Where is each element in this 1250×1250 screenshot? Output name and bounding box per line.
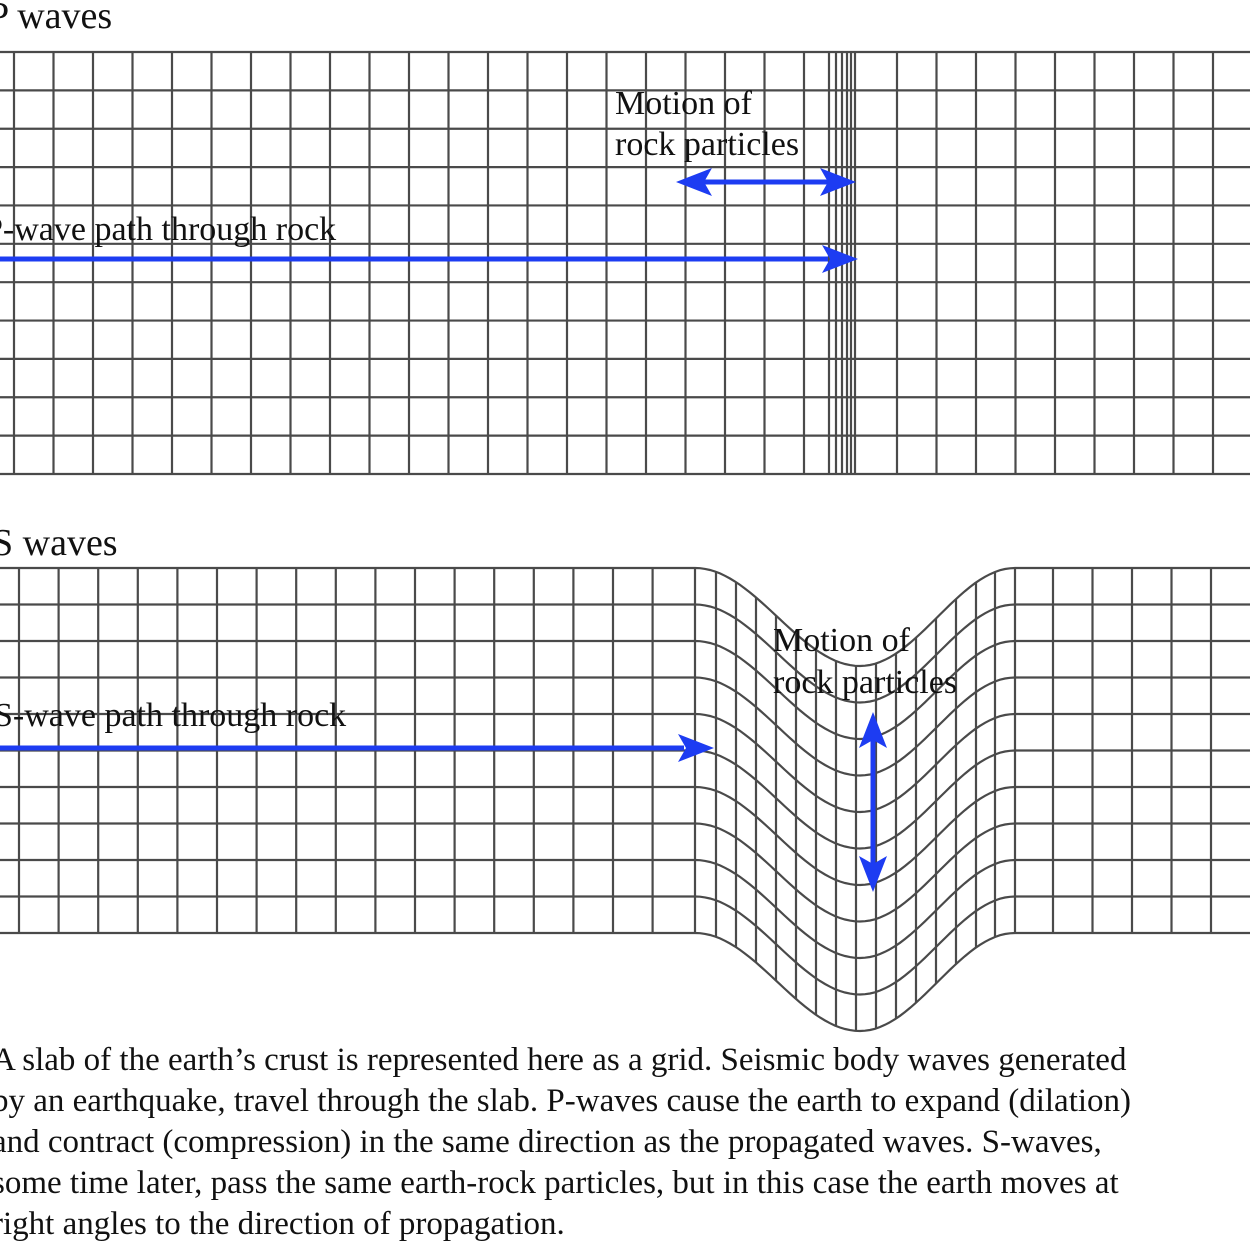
caption-line: by an earthquake, travel through the sla… <box>0 1083 1132 1119</box>
grid-line <box>0 749 1250 850</box>
s-motion-label-line2: rock particles <box>773 664 957 701</box>
grid-line <box>0 895 1250 996</box>
s-motion-label-line1: Motion of <box>773 622 911 659</box>
s-particle-motion-arrow <box>859 712 887 892</box>
s-waves-title: S waves <box>0 522 118 564</box>
grid-line <box>0 566 1250 668</box>
p-motion-label-line1: Motion of <box>615 85 753 122</box>
grid-line <box>0 639 1250 741</box>
s-wave-path-label: S-wave path through rock <box>0 697 346 734</box>
grid-line <box>0 603 1250 704</box>
grid-line <box>0 676 1250 777</box>
p-wave-path-label: P-wave path through rock <box>0 211 336 248</box>
grid-line <box>0 858 1250 960</box>
grid-line <box>0 822 1250 923</box>
p-motion-label-line2: rock particles <box>615 126 799 163</box>
grid-line <box>0 931 1250 1033</box>
p-waves-title: P waves <box>0 0 112 37</box>
caption-line: A slab of the earth’s crust is represent… <box>0 1042 1127 1078</box>
figure-caption: A slab of the earth’s crust is represent… <box>0 1040 1250 1245</box>
s-wave-path-arrow <box>0 734 714 762</box>
caption-line: and contract (compression) in the same d… <box>0 1124 1102 1160</box>
caption-line: some time later, pass the same earth-roc… <box>0 1165 1119 1201</box>
grid-line <box>0 785 1250 887</box>
p-particle-motion-arrow <box>676 168 856 196</box>
s-wave-grid <box>0 566 1250 1033</box>
grid-line <box>0 712 1250 814</box>
p-wave-path-arrow <box>0 245 858 273</box>
caption-line: right angles to the direction of propaga… <box>0 1206 565 1242</box>
p-wave-grid <box>0 50 1250 476</box>
